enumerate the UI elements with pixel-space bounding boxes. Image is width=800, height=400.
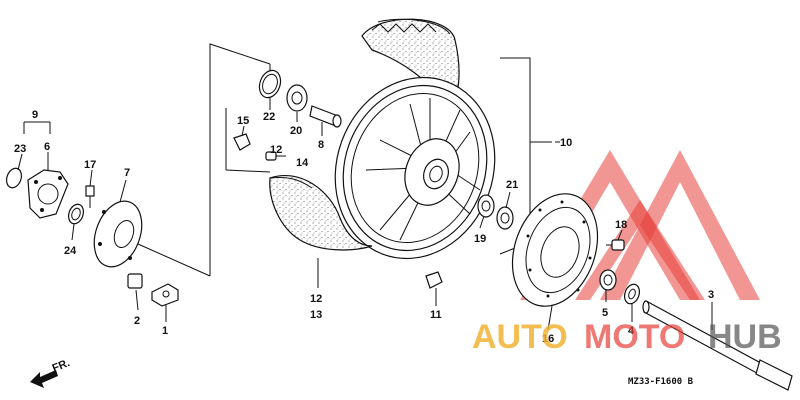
callout-8: 8 xyxy=(318,139,324,151)
callout-labels: 9 23 6 17 7 24 2 1 22 20 8 15 12 14 12 1… xyxy=(14,109,714,345)
bolt-18 xyxy=(606,239,625,251)
group-bracket-left xyxy=(209,43,271,276)
bearing-19 xyxy=(477,194,495,218)
tire-bottom xyxy=(269,175,373,251)
callout-14: 14 xyxy=(296,157,309,169)
bearing-21 xyxy=(496,206,514,230)
callout-4: 4 xyxy=(628,325,635,337)
callout-3: 3 xyxy=(708,289,714,301)
callout-1: 1 xyxy=(162,325,168,337)
callout-12: 12 xyxy=(310,293,322,305)
rear-wheel xyxy=(334,76,496,260)
spacer-8 xyxy=(309,105,342,128)
clip-15 xyxy=(233,133,251,151)
callout-16: 16 xyxy=(542,333,554,345)
washer-24 xyxy=(67,203,85,225)
callout-24: 24 xyxy=(64,245,77,257)
axle-3 xyxy=(642,300,793,391)
callout-15: 15 xyxy=(237,115,249,127)
clip-11 xyxy=(425,271,443,289)
collar-5 xyxy=(599,269,617,291)
watermark-moto: MOTO xyxy=(584,318,685,356)
flange-6 xyxy=(27,169,69,219)
callout-5: 5 xyxy=(602,307,608,319)
watermark-hub: HUB xyxy=(708,318,782,356)
bearing-20 xyxy=(286,84,308,112)
o-ring-23 xyxy=(5,167,23,189)
callout-12-upper: 12 xyxy=(270,144,282,156)
callout-17: 17 xyxy=(84,159,96,171)
watermark-auto: AUTO xyxy=(472,318,568,356)
front-arrow-icon xyxy=(30,370,58,388)
collar-2 xyxy=(127,273,143,289)
callout-7: 7 xyxy=(124,167,130,179)
sprocket-7 xyxy=(93,200,143,268)
bolt-1 xyxy=(151,283,179,307)
callout-23: 23 xyxy=(14,143,26,155)
callout-9: 9 xyxy=(32,109,38,121)
bolt-17 xyxy=(85,185,95,208)
watermark-text: AUTO MOTO HUB xyxy=(472,318,782,356)
brake-disc-16 xyxy=(511,193,599,307)
callout-10: 10 xyxy=(560,137,572,149)
leader-lines xyxy=(17,98,713,331)
callout-18: 18 xyxy=(615,219,627,231)
callout-13: 13 xyxy=(310,309,322,321)
callout-20: 20 xyxy=(290,125,302,137)
callout-2: 2 xyxy=(134,315,140,327)
o-ring-22 xyxy=(258,69,282,99)
callout-6: 6 xyxy=(44,141,50,153)
callout-21: 21 xyxy=(506,179,518,191)
front-marker: FR. xyxy=(51,357,72,375)
washer-4 xyxy=(623,283,641,305)
callout-11: 11 xyxy=(430,309,442,321)
drawing-code: MZ33-F1600 B xyxy=(628,377,694,387)
callout-22: 22 xyxy=(263,111,275,123)
callout-19: 19 xyxy=(474,233,486,245)
bolt-14 xyxy=(265,151,286,161)
